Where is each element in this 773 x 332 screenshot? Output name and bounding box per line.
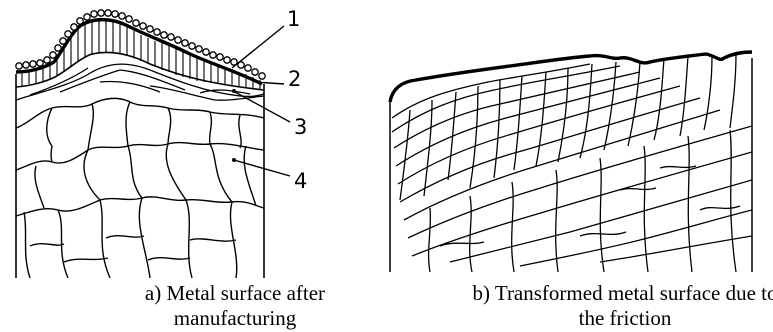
caption-panel-a: a) Metal surface after manufacturing: [95, 281, 375, 331]
caption-a-line1: a) Metal surface after: [95, 281, 375, 306]
leader-lines-a: [232, 26, 290, 176]
leader-dot-3: [232, 89, 236, 93]
surface-profile-b: [390, 52, 752, 102]
panel-b-cross-section: [390, 52, 752, 272]
caption-a-line2: manufacturing: [95, 306, 375, 331]
deformed-grains-b: [392, 54, 752, 272]
layer-number-2: 2: [288, 67, 301, 91]
grain-structure-a: [16, 98, 264, 278]
layer-number-1: 1: [287, 7, 300, 31]
caption-panel-b: b) Transformed metal surface due to the …: [470, 281, 773, 331]
layer-number-3: 3: [294, 115, 307, 139]
layer-number-4: 4: [294, 169, 307, 193]
caption-b-line1: b) Transformed metal surface due to: [470, 281, 773, 306]
panel-a-cross-section: [16, 10, 290, 278]
caption-b-line2: the friction: [470, 306, 773, 331]
leader-dot-4: [232, 158, 236, 162]
